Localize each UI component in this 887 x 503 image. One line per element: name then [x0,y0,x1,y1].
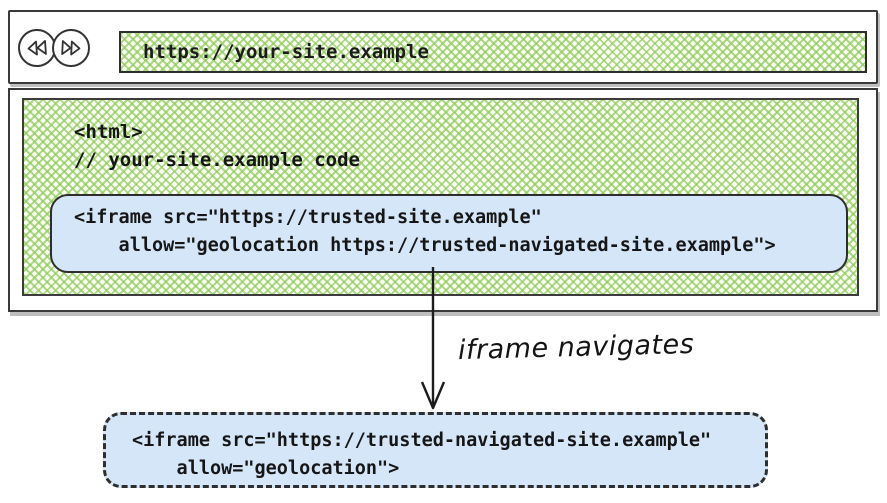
url-text: https://your-site.example [143,41,429,63]
back-button[interactable] [16,27,58,69]
fast-forward-icon [61,40,81,56]
forward-button[interactable] [51,28,91,68]
page-source-code: <html> // your-site.example code [74,118,360,174]
url-bar[interactable]: https://your-site.example [119,31,867,73]
code-line-comment: // your-site.example code [74,149,360,171]
iframe-allow-line: allow="geolocation"> [132,458,400,479]
page-content-area: <html> // your-site.example code <iframe… [22,98,859,296]
browser-window: <html> // your-site.example code <iframe… [8,88,878,312]
iframe-allow-line: allow="geolocation https://trusted-navig… [74,235,776,256]
navigated-iframe-code-box: <iframe src="https://trusted-navigated-s… [103,412,768,488]
iframe-src-line: <iframe src="https://trusted-navigated-s… [132,430,712,451]
rewind-icon [27,40,47,56]
arrow-label: iframe navigates [457,328,695,367]
embedded-iframe-code-box: <iframe src="https://trusted-site.exampl… [50,194,848,273]
code-line-html-tag: <html> [74,121,143,143]
browser-toolbar: https://your-site.example [8,10,878,84]
iframe-src-line: <iframe src="https://trusted-site.exampl… [74,207,542,228]
